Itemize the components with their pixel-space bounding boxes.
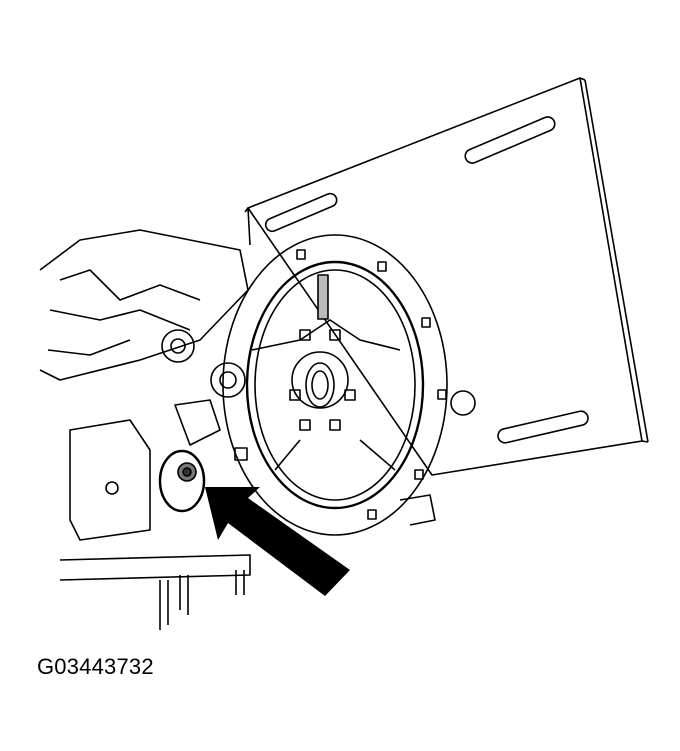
engine-block [39,229,436,581]
figure-id-label: G03443732 [37,654,154,679]
plate-slot-upper-right [464,116,556,164]
plate-slot-lower [497,410,589,444]
lower-rods [159,570,245,630]
fastener-bolt [158,449,206,513]
plate-slot-upper-left [264,192,338,233]
flywheel-housing [222,234,448,536]
adapter-plate [244,77,649,476]
callout-arrow [205,487,350,596]
